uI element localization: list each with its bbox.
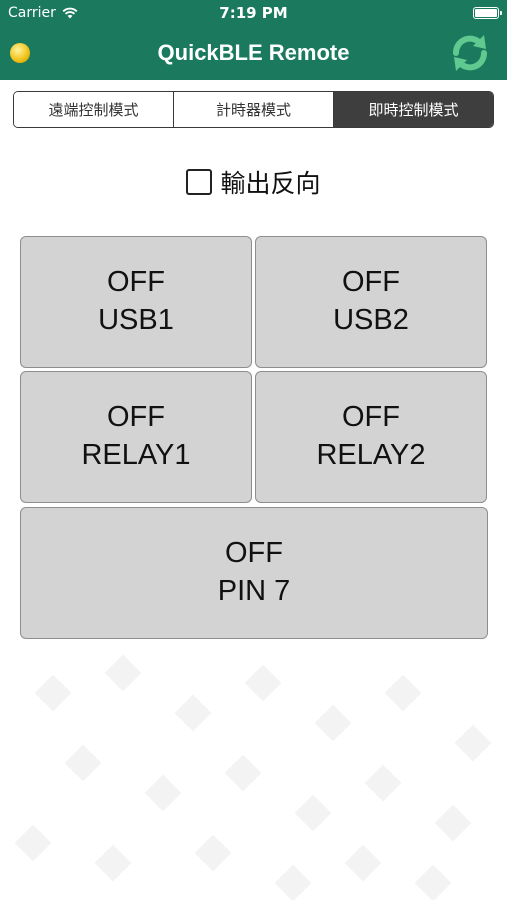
app-title: QuickBLE Remote: [157, 40, 350, 65]
invert-output-row: 輸出反向: [0, 162, 507, 202]
relay1-toggle-button[interactable]: OFF RELAY1: [20, 371, 252, 503]
refresh-button[interactable]: [447, 30, 493, 76]
nav-bar: QuickBLE Remote: [0, 26, 507, 80]
usb2-state: OFF: [342, 266, 400, 299]
invert-output-label[interactable]: 輸出反向: [220, 169, 321, 198]
usb1-state: OFF: [107, 266, 165, 299]
clock: 7:19 PM: [219, 4, 288, 22]
tab-realtime-control[interactable]: 即時控制模式: [334, 92, 493, 127]
refresh-icon: [453, 35, 487, 71]
usb2-label: USB2: [333, 304, 409, 336]
status-bar: Carrier 7:19 PM: [0, 0, 507, 26]
tab-remote-control[interactable]: 遠端控制模式: [14, 92, 174, 127]
relay2-label: RELAY2: [316, 439, 426, 471]
usb1-label: USB1: [98, 304, 174, 336]
usb2-toggle-button[interactable]: OFF USB2: [255, 236, 487, 368]
tab-timer[interactable]: 計時器模式: [174, 92, 334, 127]
pin7-label: PIN 7: [217, 575, 291, 607]
invert-output-checkbox[interactable]: [186, 169, 213, 195]
pin7-toggle-button[interactable]: OFF PIN 7: [20, 507, 488, 639]
carrier-label: Carrier: [8, 5, 56, 21]
relay2-toggle-button[interactable]: OFF RELAY2: [255, 371, 487, 503]
usb1-toggle-button[interactable]: OFF USB1: [20, 236, 252, 368]
background-pattern: [0, 640, 507, 900]
mode-segmented-control: 遠端控制模式 計時器模式 即時控制模式: [13, 91, 494, 128]
relay1-state: OFF: [107, 401, 165, 434]
wifi-icon: [62, 7, 78, 19]
yellow-dot-icon: [10, 43, 30, 63]
relay2-state: OFF: [342, 401, 400, 434]
battery-icon: [473, 7, 502, 19]
pin7-state: OFF: [225, 537, 283, 570]
relay1-label: RELAY1: [81, 439, 191, 471]
